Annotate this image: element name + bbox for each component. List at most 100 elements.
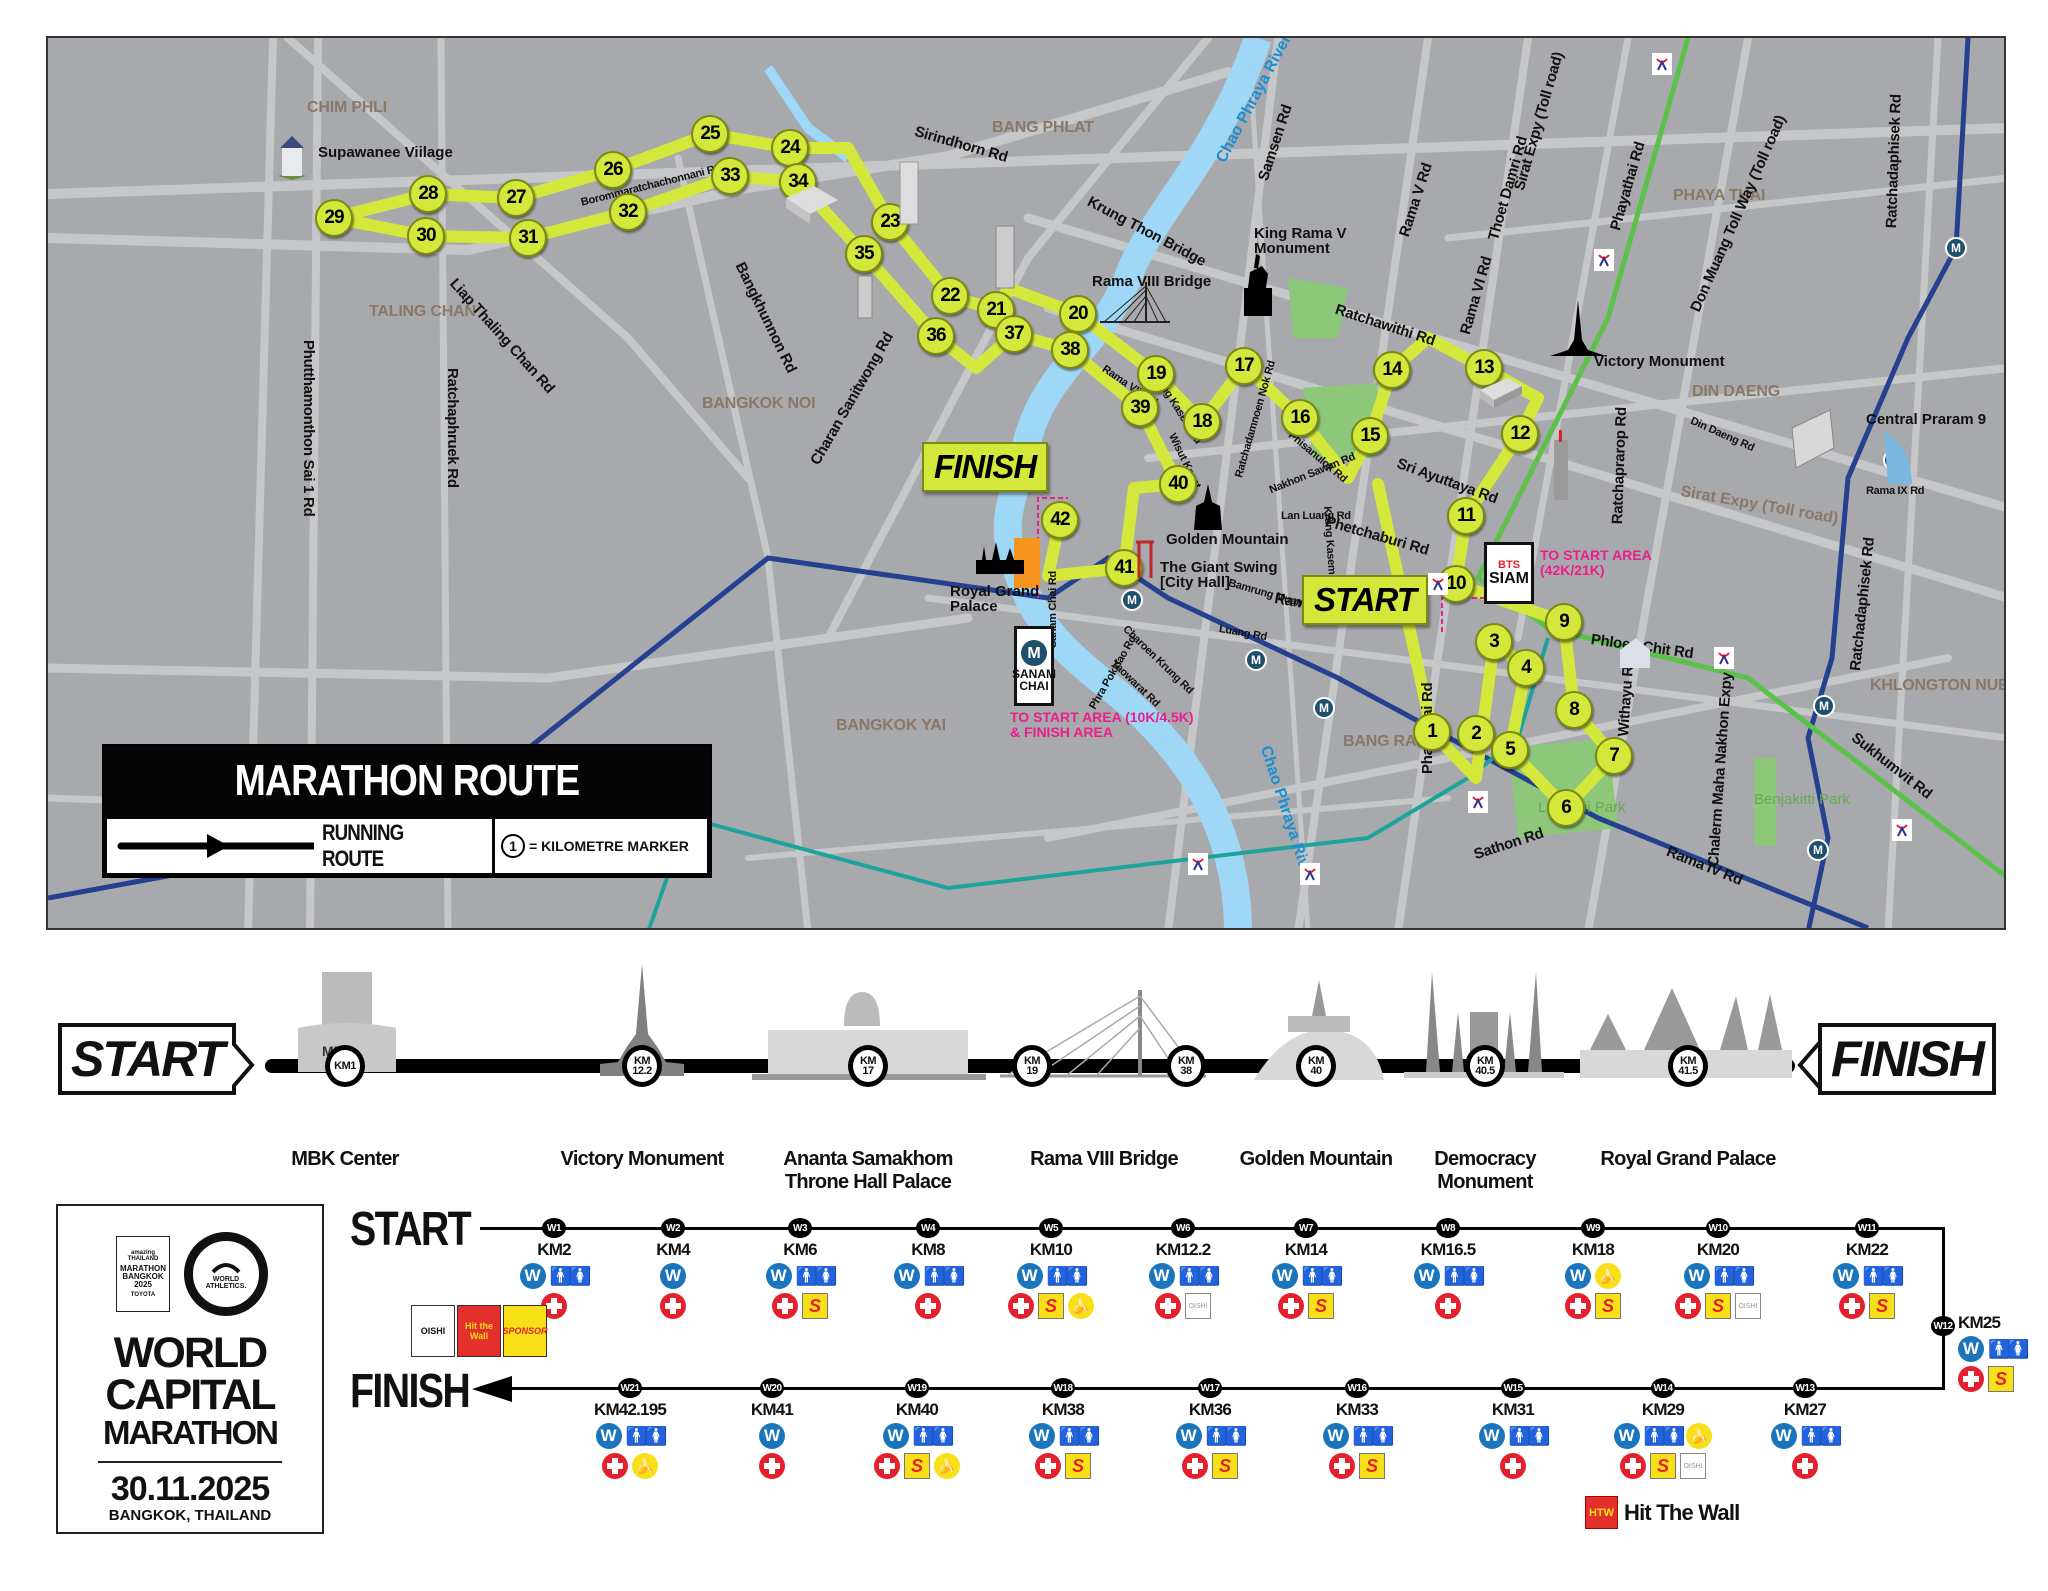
water-station-node[interactable]: W4: [916, 1218, 940, 1238]
km-marker-13[interactable]: 13: [1465, 349, 1503, 387]
km-marker-2[interactable]: 2: [1457, 715, 1495, 753]
water-station-node[interactable]: W3: [788, 1218, 812, 1238]
siam-bts-station[interactable]: BTS SIAM: [1484, 542, 1534, 604]
mrt-station-icon[interactable]: M: [1807, 839, 1829, 861]
km-marker-1[interactable]: 1: [1413, 713, 1451, 751]
water-station-node[interactable]: W14: [1651, 1378, 1675, 1398]
water-station-node[interactable]: W15: [1501, 1378, 1525, 1398]
bts-station-icon[interactable]: [1892, 819, 1912, 841]
km-marker-19[interactable]: 19: [1137, 355, 1175, 393]
water-station-node[interactable]: W16: [1345, 1378, 1369, 1398]
water-station-node[interactable]: W9: [1581, 1218, 1605, 1238]
km-marker-8[interactable]: 8: [1555, 691, 1593, 729]
km-marker-4[interactable]: 4: [1507, 649, 1545, 687]
km-marker-27[interactable]: 27: [497, 179, 535, 217]
km-marker-11[interactable]: 11: [1447, 497, 1485, 535]
water-station-node[interactable]: W18: [1051, 1378, 1075, 1398]
km-marker-29[interactable]: 29: [315, 199, 353, 237]
km-marker-25[interactable]: 25: [691, 115, 729, 153]
water-station-node[interactable]: W2: [661, 1218, 685, 1238]
km-marker-24[interactable]: 24: [771, 129, 809, 167]
bts-station-icon[interactable]: [1594, 249, 1614, 271]
bts-station-icon[interactable]: [1468, 791, 1488, 813]
bts-station-icon[interactable]: [1714, 647, 1734, 669]
sanam-chai-mrt-station[interactable]: M SANAM CHAI: [1012, 626, 1056, 706]
km-marker-12[interactable]: 12: [1501, 415, 1539, 453]
km-marker-37[interactable]: 37: [995, 315, 1033, 353]
km-marker-18[interactable]: 18: [1183, 403, 1221, 441]
start-callout[interactable]: START: [1302, 575, 1428, 625]
km-marker-32[interactable]: 32: [609, 193, 647, 231]
mrt-station-icon[interactable]: M: [1813, 695, 1835, 717]
km-marker-38[interactable]: 38: [1051, 331, 1089, 369]
water-station-node[interactable]: W19: [905, 1378, 929, 1398]
km-marker-9[interactable]: 9: [1545, 603, 1583, 641]
bts-station-icon[interactable]: [1428, 573, 1448, 595]
km-marker-36[interactable]: 36: [917, 317, 955, 355]
km-marker-7[interactable]: 7: [1595, 737, 1633, 775]
km-marker-42[interactable]: 42: [1041, 501, 1079, 539]
water-station-node[interactable]: W8: [1436, 1218, 1460, 1238]
km-marker-15[interactable]: 15: [1351, 417, 1389, 455]
water-station-node[interactable]: W10: [1706, 1218, 1730, 1238]
km-marker-39[interactable]: 39: [1121, 389, 1159, 427]
water-station-node[interactable]: W21: [618, 1378, 642, 1398]
water-station-w12[interactable]: KM25 W🚹🚺S: [1958, 1314, 2048, 1395]
km-marker-31[interactable]: 31: [509, 219, 547, 257]
km-marker-14[interactable]: 14: [1373, 351, 1411, 389]
water-station-node[interactable]: W20: [760, 1378, 784, 1398]
km-marker-41[interactable]: 41: [1105, 549, 1143, 587]
water-station-node[interactable]: W17: [1198, 1378, 1222, 1398]
km-marker-35[interactable]: 35: [845, 235, 883, 273]
water-station-node[interactable]: W13: [1793, 1378, 1817, 1398]
km-marker-20[interactable]: 20: [1059, 295, 1097, 333]
mrt-station-icon[interactable]: M: [1945, 237, 1967, 259]
km-marker-28[interactable]: 28: [409, 175, 447, 213]
water-station-node[interactable]: W1: [542, 1218, 566, 1238]
km-marker-30[interactable]: 30: [407, 217, 445, 255]
water-station-node[interactable]: W6: [1171, 1218, 1195, 1238]
km-marker-40[interactable]: 40: [1159, 465, 1197, 503]
water-station-node[interactable]: W5: [1039, 1218, 1063, 1238]
mrt-station-icon[interactable]: M: [1313, 697, 1335, 719]
km-marker-6[interactable]: 6: [1547, 789, 1585, 827]
finish-callout[interactable]: FINISH: [922, 442, 1049, 492]
bts-station-icon[interactable]: [1300, 863, 1320, 885]
km-marker-5[interactable]: 5: [1491, 731, 1529, 769]
mrt-station-icon[interactable]: M: [1121, 589, 1143, 611]
km-marker-17[interactable]: 17: [1225, 347, 1263, 385]
km-marker-22[interactable]: 22: [931, 277, 969, 315]
km-marker-33[interactable]: 33: [711, 157, 749, 195]
bts-station-icon[interactable]: [1188, 853, 1208, 875]
bts-station-icon[interactable]: [1652, 53, 1672, 75]
km-marker-3[interactable]: 3: [1475, 623, 1513, 661]
km-marker-10[interactable]: 10: [1437, 565, 1475, 603]
water-station-node[interactable]: W7: [1294, 1218, 1318, 1238]
km-marker-26[interactable]: 26: [594, 151, 632, 189]
mrt-station-icon[interactable]: M: [1245, 649, 1267, 671]
water-station-node[interactable]: W12: [1931, 1316, 1955, 1336]
km-marker-16[interactable]: 16: [1281, 399, 1319, 437]
water-station-node[interactable]: W11: [1855, 1218, 1879, 1238]
